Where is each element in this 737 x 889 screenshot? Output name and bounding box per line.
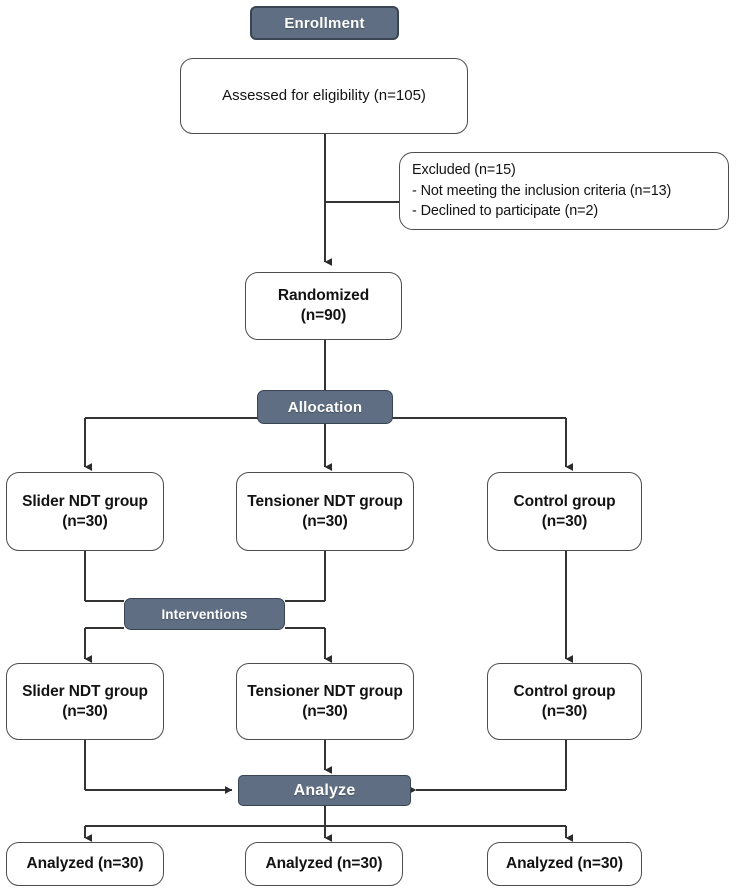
band-interventions: Interventions — [124, 598, 285, 630]
excluded-reason-1: - Not meeting the inclusion criteria (n=… — [412, 182, 672, 199]
box-analyzed-slider-ndt: Analyzed (n=30) — [6, 842, 164, 886]
band-analyze: Analyze — [238, 775, 411, 806]
allocation-group-1-count: (n=30) — [302, 512, 348, 530]
box-allocation-control: Control group (n=30) — [487, 472, 642, 551]
band-enrollment-label: Enrollment — [284, 14, 365, 32]
interventions-group-1-count: (n=30) — [302, 702, 348, 720]
box-randomized: Randomized (n=90) — [245, 272, 402, 340]
excluded-reason-2: - Declined to participate (n=2) — [412, 203, 599, 220]
randomized-label: Randomized — [277, 287, 370, 305]
band-allocation: Allocation — [257, 390, 393, 424]
interventions-group-2-count: (n=30) — [541, 702, 588, 720]
band-interventions-label: Interventions — [161, 606, 248, 622]
excluded-heading: Excluded (n=15) — [412, 162, 516, 179]
analysis-group-2-label: Analyzed (n=30) — [506, 855, 623, 873]
band-enrollment: Enrollment — [250, 6, 399, 40]
box-allocation-tensioner-ndt: Tensioner NDT group (n=30) — [236, 472, 414, 551]
box-analyzed-tensioner-ndt: Analyzed (n=30) — [245, 842, 403, 886]
analysis-group-0-label: Analyzed (n=30) — [26, 855, 144, 873]
box-interventions-tensioner-ndt: Tensioner NDT group (n=30) — [236, 663, 414, 740]
allocation-group-2-label: Control group — [513, 492, 616, 510]
interventions-group-0-label: Slider NDT group — [22, 682, 148, 700]
analysis-group-1-label: Analyzed (n=30) — [265, 855, 383, 873]
randomized-count: (n=90) — [300, 307, 347, 324]
interventions-group-0-count: (n=30) — [62, 702, 108, 720]
box-interventions-slider-ndt: Slider NDT group (n=30) — [6, 663, 164, 740]
box-allocation-slider-ndt: Slider NDT group (n=30) — [6, 472, 164, 551]
box-assessed-for-eligibility: Assessed for eligibility (n=105) — [180, 58, 468, 134]
allocation-group-0-count: (n=30) — [62, 512, 108, 530]
band-allocation-label: Allocation — [287, 398, 363, 416]
allocation-group-1-label: Tensioner NDT group — [247, 492, 403, 510]
interventions-group-2-label: Control group — [513, 682, 616, 700]
box-analyzed-control: Analyzed (n=30) — [487, 842, 642, 886]
box-excluded: Excluded (n=15) - Not meeting the inclus… — [399, 152, 729, 230]
box-interventions-control: Control group (n=30) — [487, 663, 642, 740]
allocation-group-2-count: (n=30) — [541, 512, 588, 530]
allocation-group-0-label: Slider NDT group — [22, 492, 148, 510]
interventions-group-1-label: Tensioner NDT group — [247, 682, 403, 700]
assessed-label: Assessed for eligibility (n=105) — [222, 87, 426, 105]
band-analyze-label: Analyze — [293, 781, 356, 799]
